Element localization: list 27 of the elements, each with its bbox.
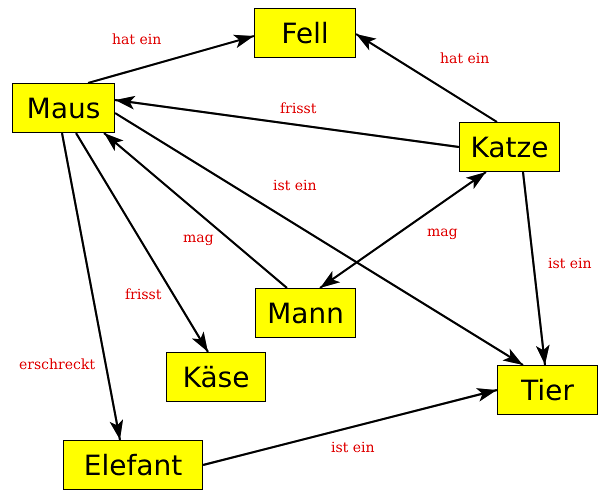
arrow bbox=[114, 112, 524, 366]
edge-label: frisst bbox=[280, 101, 316, 117]
arrow bbox=[522, 172, 550, 366]
concept-box: Elefant bbox=[63, 440, 203, 490]
concept-box: Katze bbox=[459, 122, 560, 172]
edge-label: ist ein bbox=[273, 178, 317, 194]
arrow bbox=[60, 132, 124, 440]
edge-label: ist ein bbox=[331, 440, 375, 456]
concept-box: Käse bbox=[166, 352, 266, 402]
arrow bbox=[88, 34, 254, 84]
arrow bbox=[202, 388, 498, 466]
arrow bbox=[75, 132, 209, 353]
edge-label: mag bbox=[183, 230, 214, 246]
edge-label: erschreckt bbox=[19, 357, 95, 373]
concept-box: Maus bbox=[12, 83, 115, 133]
arrow bbox=[319, 171, 487, 289]
edge-label: mag bbox=[427, 224, 458, 240]
concept-box: Tier bbox=[497, 365, 598, 415]
edge-label: hat ein bbox=[112, 32, 162, 48]
arrow bbox=[355, 33, 498, 123]
concept-box: Fell bbox=[254, 8, 356, 58]
arrow bbox=[114, 96, 460, 148]
arrow bbox=[103, 132, 288, 289]
edge-label: hat ein bbox=[440, 51, 490, 67]
concept-box: Mann bbox=[255, 288, 356, 338]
edge-label: frisst bbox=[125, 287, 162, 303]
edge-label: ist ein bbox=[548, 256, 592, 272]
